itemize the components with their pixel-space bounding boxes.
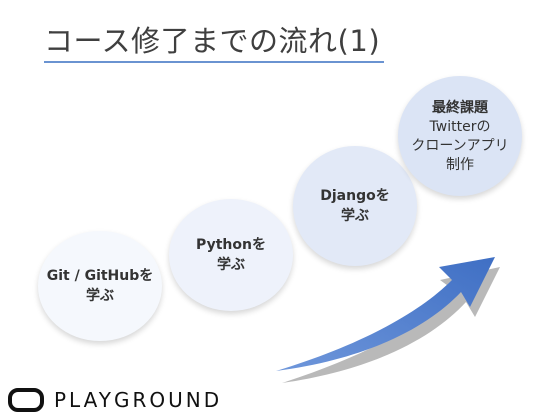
step-label: 制作 xyxy=(446,156,474,173)
brand-logo: PLAYGROUND xyxy=(8,388,222,412)
title-underline xyxy=(44,61,384,63)
brand-name: PLAYGROUND xyxy=(54,388,223,412)
step-git-github: Git / GitHubを 学ぶ xyxy=(38,231,162,341)
step-label: 学ぶ xyxy=(86,288,114,304)
step-label: Git / GitHubを xyxy=(46,268,154,284)
step-label: Pythonを xyxy=(196,237,266,253)
step-label: 学ぶ xyxy=(217,257,245,273)
step-label: 学ぶ xyxy=(341,208,369,224)
step-django: Djangoを 学ぶ xyxy=(293,146,417,266)
rounded-rect-logo-icon xyxy=(8,388,44,412)
step-python: Pythonを 学ぶ xyxy=(169,199,293,311)
step-final-assignment: 最終課題 Twitterの クローンアプリ 制作 xyxy=(398,76,522,196)
step-heading: 最終課題 xyxy=(432,99,488,116)
step-label: Twitterの xyxy=(429,118,491,135)
step-label: クローンアプリ xyxy=(411,137,509,154)
page-title: コース修了までの流れ(1) xyxy=(44,24,381,58)
step-label: Djangoを xyxy=(320,188,390,204)
